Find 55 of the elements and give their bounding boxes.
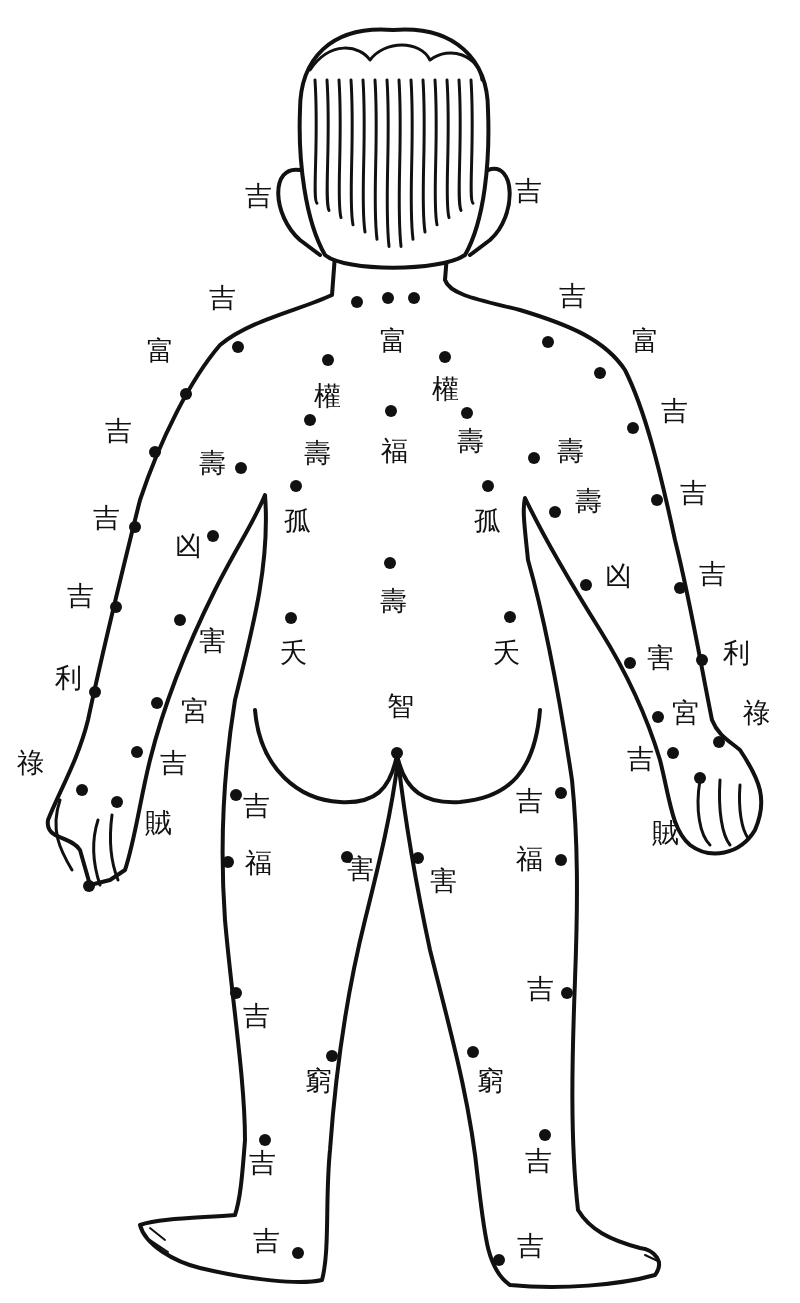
fortune-character-label: 凶 <box>604 561 632 589</box>
fortune-character-label: 吉 <box>104 416 132 444</box>
fortune-character-label: 吉 <box>679 478 707 506</box>
fortune-character-label: 吉 <box>526 974 554 1002</box>
fortune-character-label: 吉 <box>244 181 272 209</box>
fortune-character-label: 壽 <box>556 436 584 464</box>
fortune-character-label: 壽 <box>303 438 331 466</box>
fortune-character-label: 窮 <box>304 1066 332 1094</box>
fortune-character-label: 吉 <box>516 1231 544 1259</box>
fortune-character-label: 吉 <box>515 786 543 814</box>
fortune-character-label: 孤 <box>473 506 501 534</box>
fortune-character-label: 吉 <box>159 748 187 776</box>
fortune-character-label: 賊 <box>144 808 172 836</box>
fortune-character-label: 壽 <box>198 448 226 476</box>
fortune-character-label: 福 <box>515 844 543 872</box>
fortune-character-label: 賊 <box>651 818 679 846</box>
fortune-character-label: 富 <box>146 336 174 364</box>
fortune-character-label: 吉 <box>66 581 94 609</box>
fortune-character-label: 吉 <box>558 281 586 309</box>
fortune-character-label: 智 <box>386 691 414 719</box>
fortune-character-label: 壽 <box>574 486 602 514</box>
fortune-character-label: 吉 <box>242 791 270 819</box>
fortune-character-label: 富 <box>631 326 659 354</box>
fortune-character-label: 利 <box>54 663 82 691</box>
fortune-character-label: 吉 <box>252 1226 280 1254</box>
fortune-character-label: 凶 <box>174 531 202 559</box>
fortune-character-label: 壽 <box>379 586 407 614</box>
fortune-character-label: 宮 <box>671 698 699 726</box>
fortune-character-label: 吉 <box>514 176 542 204</box>
fortune-character-label: 福 <box>380 436 408 464</box>
fortune-character-label: 福 <box>244 848 272 876</box>
fortune-character-label: 吉 <box>92 503 120 531</box>
fortune-character-label: 吉 <box>698 559 726 587</box>
fortune-character-label: 權 <box>431 374 459 402</box>
fortune-character-label: 害 <box>646 643 674 671</box>
fortune-character-label: 窮 <box>476 1066 504 1094</box>
fortune-character-label: 壽 <box>456 426 484 454</box>
fortune-character-label: 祿 <box>742 698 770 726</box>
fortune-character-label: 害 <box>429 866 457 894</box>
fortune-character-label: 祿 <box>16 748 44 776</box>
fortune-character-label: 宮 <box>180 696 208 724</box>
fortune-character-label: 孤 <box>283 506 311 534</box>
fortune-character-label: 吉 <box>242 1001 270 1029</box>
fortune-character-label: 夭 <box>279 638 307 666</box>
fortune-character-label: 利 <box>722 638 750 666</box>
fortune-character-label: 富 <box>379 326 407 354</box>
fortune-character-label: 吉 <box>660 396 688 424</box>
fortune-character-label: 吉 <box>524 1146 552 1174</box>
fortune-character-label: 吉 <box>208 283 236 311</box>
fortune-character-label: 夭 <box>492 638 520 666</box>
fortune-character-label: 吉 <box>248 1148 276 1176</box>
fortune-character-label: 害 <box>198 626 226 654</box>
fortune-character-label: 權 <box>313 381 341 409</box>
fortune-character-label: 害 <box>346 854 374 882</box>
fortune-character-label: 吉 <box>626 744 654 772</box>
